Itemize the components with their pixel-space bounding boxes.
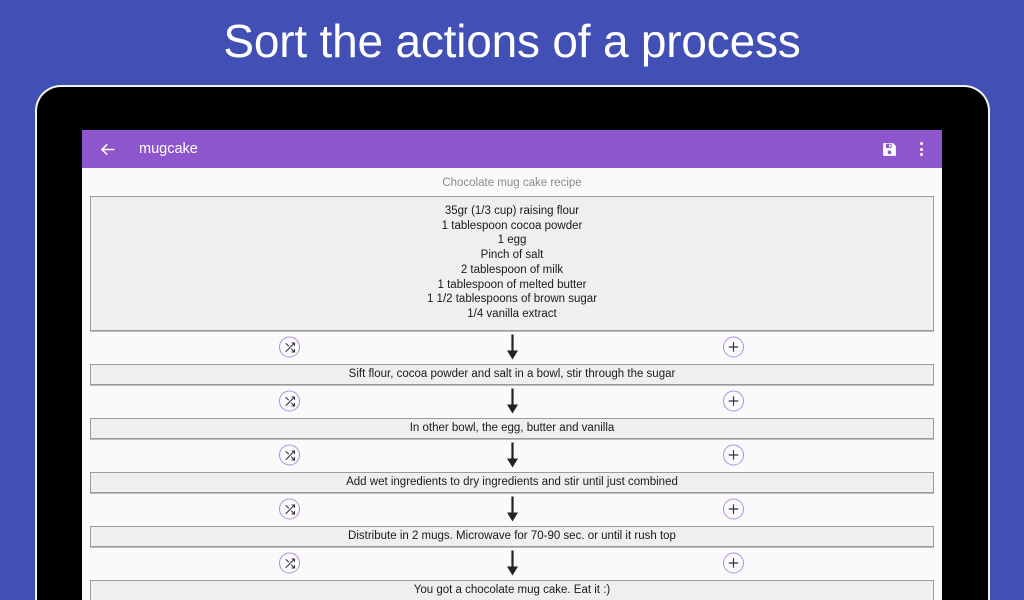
down-arrow-icon <box>505 334 519 361</box>
down-arrow-icon <box>505 550 519 577</box>
ingredient-line: 2 tablespoon of milk <box>460 263 564 276</box>
shuffle-icon[interactable] <box>279 390 300 412</box>
promo-headline: Sort the actions of a process <box>223 15 801 67</box>
step-box[interactable]: You got a chocolate mug cake. Eat it :) <box>90 579 934 600</box>
connector-row <box>90 439 934 472</box>
recipe-title: Chocolate mug cake recipe <box>442 177 582 189</box>
plus-icon[interactable] <box>723 552 744 574</box>
step-box[interactable]: Add wet ingredients to dry ingredients a… <box>90 471 934 493</box>
connector-row <box>90 331 934 364</box>
back-arrow-icon[interactable] <box>94 136 120 162</box>
plus-icon[interactable] <box>723 336 744 358</box>
step-text: In other bowl, the egg, butter and vanil… <box>409 422 615 435</box>
plus-icon[interactable] <box>723 390 744 412</box>
step-box[interactable]: Sift flour, cocoa powder and salt in a b… <box>90 363 934 385</box>
shuffle-icon[interactable] <box>279 444 300 466</box>
overflow-dot <box>919 153 923 156</box>
down-arrow-icon <box>505 496 519 523</box>
overflow-menu-icon[interactable] <box>910 136 932 162</box>
down-arrow-icon <box>505 442 519 469</box>
app-title: mugcake <box>139 141 198 157</box>
step-text: You got a chocolate mug cake. Eat it :) <box>413 584 611 597</box>
ingredients-box[interactable]: 35gr (1/3 cup) raising flour 1 tablespoo… <box>90 196 934 331</box>
step-text: Sift flour, cocoa powder and salt in a b… <box>348 368 676 381</box>
ingredient-line: Pinch of salt <box>480 249 544 262</box>
plus-icon[interactable] <box>723 498 744 520</box>
ingredient-line: 1 1/2 tablespoons of brown sugar <box>426 293 598 306</box>
ingredient-line: 1 egg <box>497 234 527 247</box>
ingredient-line: 1/4 vanilla extract <box>467 307 557 320</box>
overflow-dot <box>919 142 923 145</box>
down-arrow-icon <box>505 388 519 415</box>
ingredient-line: 1 tablespoon cocoa powder <box>441 219 583 232</box>
shuffle-icon[interactable] <box>279 552 300 574</box>
app-toolbar: mugcake <box>82 130 942 168</box>
process-content: Chocolate mug cake recipe 35gr (1/3 cup)… <box>82 168 942 600</box>
ingredient-line: 35gr (1/3 cup) raising flour <box>444 205 580 217</box>
step-text: Add wet ingredients to dry ingredients a… <box>346 476 678 489</box>
step-box[interactable]: In other bowl, the egg, butter and vanil… <box>90 417 934 439</box>
shuffle-icon[interactable] <box>279 498 300 520</box>
connector-row <box>90 547 934 580</box>
connector-row <box>90 493 934 526</box>
save-icon[interactable] <box>876 136 902 162</box>
shuffle-icon[interactable] <box>279 336 300 358</box>
tablet-screen: mugcake Chocolate mug cake recipe 35gr (… <box>82 130 942 600</box>
step-text: Distribute in 2 mugs. Microwave for 70-9… <box>348 530 676 543</box>
overflow-dot <box>919 147 923 151</box>
step-box[interactable]: Distribute in 2 mugs. Microwave for 70-9… <box>90 525 934 547</box>
connector-row <box>90 385 934 418</box>
tablet-device-frame: mugcake Chocolate mug cake recipe 35gr (… <box>35 85 990 600</box>
ingredient-line: 1 tablespoon of melted butter <box>437 278 587 291</box>
plus-icon[interactable] <box>723 444 744 466</box>
